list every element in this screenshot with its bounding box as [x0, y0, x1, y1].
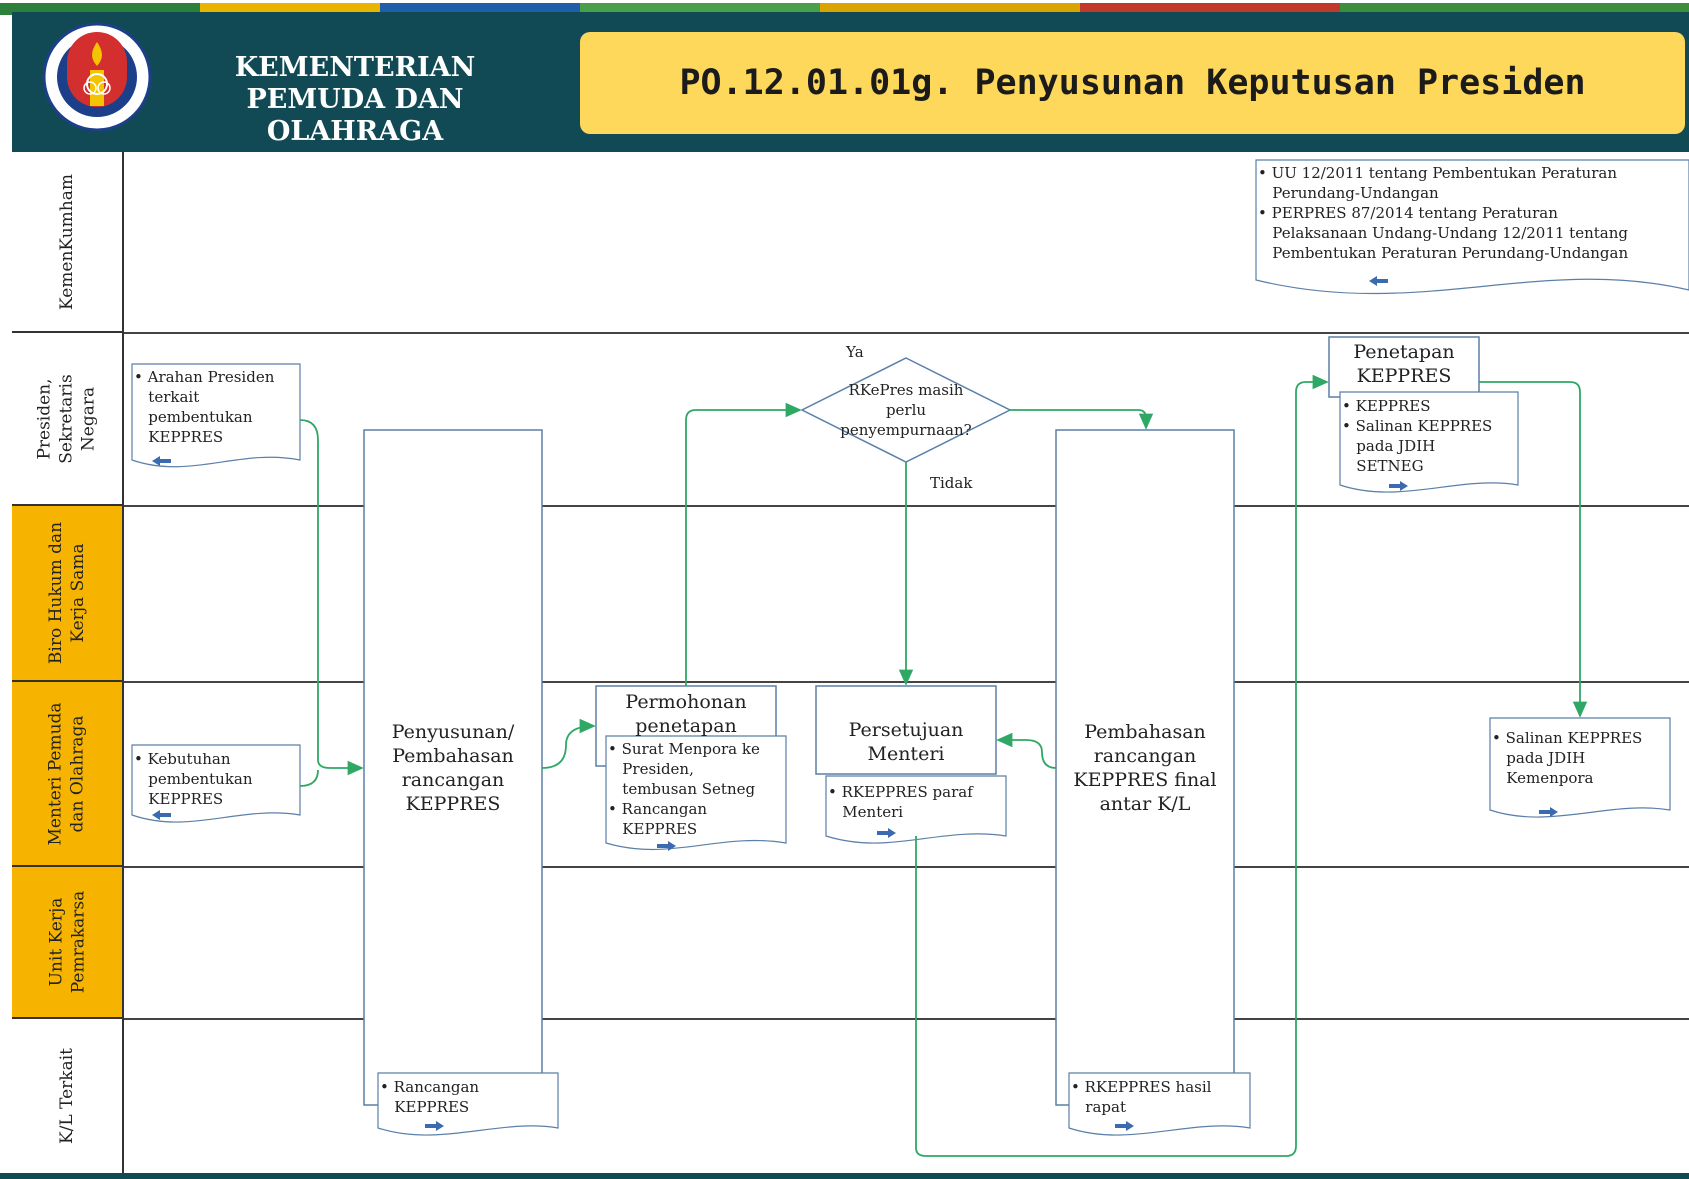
- lane-kemenkumham: KemenKumham: [12, 152, 124, 333]
- arahan-doc: [131, 363, 301, 468]
- doc-arrow-icon: [425, 1121, 444, 1131]
- rkeppres-paraf-doc: [825, 775, 1007, 844]
- doc-arrow-icon: [152, 810, 171, 820]
- lane-divider: [124, 1018, 1689, 1020]
- surat-text: • Surat Menpora ke Presiden, tembusan Se…: [608, 740, 760, 838]
- kebutuhan-doc: [131, 744, 301, 823]
- decision-question: RKePres masih perlu penyempurnaan?: [840, 381, 972, 439]
- lane-divider: [124, 332, 1689, 334]
- doc-arrow-icon: [1369, 276, 1388, 286]
- connector-permohonan-to-decision: [685, 402, 802, 686]
- persetujuan-label: Persetujuan Menteri: [848, 719, 964, 765]
- salinan-doc: [1489, 717, 1671, 818]
- lane-presiden-setneg: Presiden, Sekretaris Negara: [12, 333, 124, 506]
- lane-divider: [124, 866, 1689, 868]
- lane-menteri: Menteri Pemuda dan Olahraga: [12, 682, 124, 867]
- penyusunan-label: Penyusunan/ Pembahasan rancangan KEPPRES: [391, 721, 515, 815]
- connector-pembahasan-to-persetujuan: [996, 732, 1057, 769]
- organization-name: KEMENTERIAN PEMUDA DAN OLAHRAGA: [234, 52, 476, 147]
- rkeppres-hasil-doc: [1068, 1072, 1251, 1136]
- footer-stripe: [0, 1173, 1689, 1179]
- penyusunan-box: [363, 429, 543, 1106]
- kebutuhan-text: • Kebutuhan pembentukan KEPPRES: [134, 750, 253, 808]
- surat-doc: [605, 735, 787, 850]
- doc-arrow-icon: [1539, 807, 1558, 817]
- lane-unit-kerja: Unit Kerja Pemrakarsa: [12, 867, 124, 1019]
- penetapan-box: [1328, 336, 1480, 398]
- doc-arrow-icon: [657, 841, 676, 851]
- decision-no-label: Tidak: [930, 474, 973, 492]
- rancangan-text: • Rancangan KEPPRES: [380, 1078, 480, 1116]
- penetapan-label: Penetapan KEPPRES: [1353, 341, 1455, 387]
- connector-penyusunan-to-permohonan: [541, 718, 596, 769]
- decision-yes-label: Ya: [846, 343, 864, 361]
- doc-arrow-icon: [152, 456, 171, 466]
- regulations-doc: [1255, 159, 1689, 295]
- connector-kebutuhan-to-penyusunan: [299, 769, 319, 787]
- rkeppres-hasil-text: • RKEPPRES hasil rapat: [1071, 1078, 1212, 1116]
- pembahasan-label: Pembahasan rancangan KEPPRES final antar…: [1073, 721, 1217, 815]
- persetujuan-box: [815, 685, 997, 775]
- salinan-text: • Salinan KEPPRES pada JDIH Kemenpora: [1492, 729, 1643, 787]
- connector-persetujuan-loop-to-penetapan: [915, 374, 1329, 1157]
- title-box: PO.12.01.01g. Penyusunan Keputusan Presi…: [580, 32, 1685, 134]
- page-title: PO.12.01.01g. Penyusunan Keputusan Presi…: [679, 63, 1586, 103]
- connector-arahan-to-penyusunan: [299, 419, 364, 776]
- doc-arrow-icon: [1115, 1121, 1134, 1131]
- connector-decision-yes-to-pembahasan: [1010, 409, 1154, 430]
- keppres-out-text: • KEPPRES • Salinan KEPPRES pada JDIH SE…: [1342, 397, 1493, 475]
- arahan-text: • Arahan Presiden terkait pembentukan KE…: [134, 368, 275, 446]
- keppres-out-doc: [1339, 391, 1519, 493]
- doc-arrow-icon: [877, 828, 896, 838]
- kemenpora-logo: [42, 22, 152, 132]
- connector-penetapan-to-salinan: [1479, 381, 1588, 718]
- rancangan-doc: [377, 1072, 559, 1136]
- regulations-text: • UU 12/2011 tentang Pembentukan Peratur…: [1258, 164, 1629, 262]
- pembahasan-box: [1055, 429, 1235, 1106]
- doc-arrow-icon: [1389, 481, 1408, 491]
- lane-biro-hukum: Biro Hukum dan Kerja Sama: [12, 506, 124, 682]
- rkeppres-paraf-text: • RKEPPRES paraf Menteri: [828, 783, 973, 821]
- permohonan-label: Permohonan penetapan: [625, 691, 747, 737]
